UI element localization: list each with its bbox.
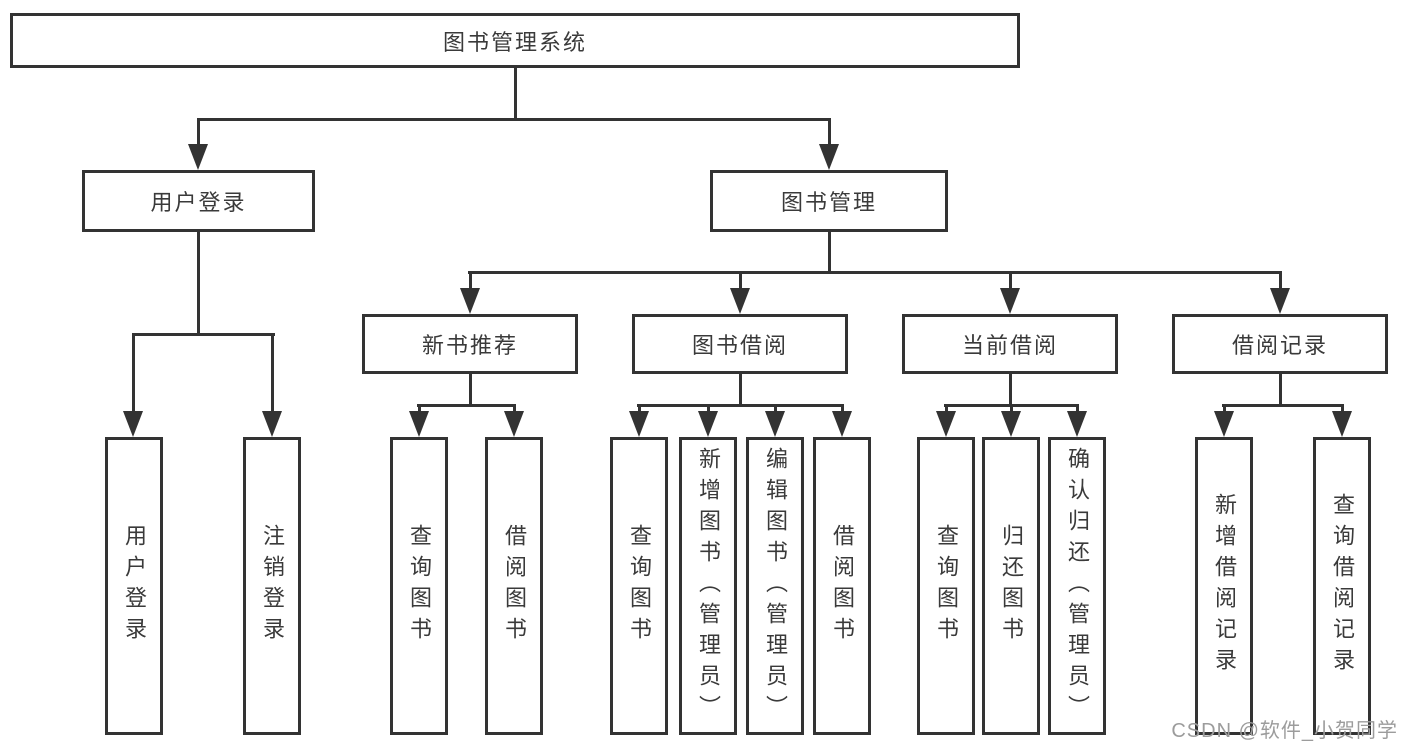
node-new-book-recommend: 新书推荐 xyxy=(362,314,578,374)
node-label: 图书借阅 xyxy=(691,333,788,358)
arrow-down-icon xyxy=(698,411,718,437)
leaf-add-borrow-record: 新增借阅记录 xyxy=(1195,437,1253,735)
node-label: 编辑图书（管理员） xyxy=(763,446,788,726)
connector-line xyxy=(707,404,710,414)
leaf-recommend-borrow-books: 借阅图书 xyxy=(485,437,543,735)
connector-line xyxy=(513,404,516,414)
node-borrow-records: 借阅记录 xyxy=(1172,314,1388,374)
node-label: 查询借阅记录 xyxy=(1330,493,1355,679)
node-label: 当前借阅 xyxy=(961,333,1058,358)
connector-line xyxy=(739,374,742,407)
arrow-down-icon xyxy=(1270,288,1290,314)
arrow-down-icon xyxy=(460,288,480,314)
connector-line xyxy=(1279,374,1282,407)
connector-line xyxy=(418,404,421,414)
leaf-current-query-books: 查询图书 xyxy=(917,437,975,735)
node-user-login: 用户登录 xyxy=(82,170,315,232)
connector-line xyxy=(945,404,948,414)
connector-line xyxy=(197,118,831,121)
leaf-logout: 注销登录 xyxy=(243,437,301,735)
leaf-user-login: 用户登录 xyxy=(105,437,163,735)
connector-line xyxy=(417,404,516,407)
connector-line xyxy=(828,118,831,146)
leaf-borrow-books: 借阅图书 xyxy=(813,437,871,735)
connector-line xyxy=(841,404,844,414)
arrow-down-icon xyxy=(1332,411,1352,437)
connector-line xyxy=(1010,404,1013,414)
watermark-text: CSDN @软件_小贺同学 xyxy=(1171,720,1398,742)
node-label: 借阅记录 xyxy=(1231,333,1328,358)
node-label: 查询图书 xyxy=(627,524,652,648)
connector-line xyxy=(739,271,742,290)
connector-line xyxy=(774,404,777,414)
arrow-down-icon xyxy=(1214,411,1234,437)
leaf-query-borrow-record: 查询借阅记录 xyxy=(1313,437,1371,735)
arrow-down-icon xyxy=(409,411,429,437)
connector-line xyxy=(197,118,200,146)
node-label: 查询图书 xyxy=(934,524,959,648)
connector-line xyxy=(1222,404,1344,407)
connector-line xyxy=(469,374,472,407)
leaf-confirm-return-admin: 确认归还（管理员） xyxy=(1048,437,1106,735)
connector-line xyxy=(197,232,200,336)
connector-line xyxy=(638,404,641,414)
node-label: 借阅图书 xyxy=(830,524,855,648)
node-label: 图书管理系统 xyxy=(442,29,587,55)
connector-line xyxy=(637,404,844,407)
node-label: 用户登录 xyxy=(150,190,247,215)
arrow-down-icon xyxy=(1001,411,1021,437)
connector-line xyxy=(1009,374,1012,407)
connector-line xyxy=(1009,271,1012,290)
node-label: 归还图书 xyxy=(999,524,1024,648)
arrow-down-icon xyxy=(629,411,649,437)
connector-line xyxy=(1279,271,1282,290)
node-system-root: 图书管理系统 xyxy=(10,13,1020,68)
connector-line xyxy=(132,333,275,336)
node-current-borrow: 当前借阅 xyxy=(902,314,1118,374)
leaf-add-books-admin: 新增图书（管理员） xyxy=(679,437,737,735)
node-label: 确认归还（管理员） xyxy=(1065,446,1090,726)
arrow-down-icon xyxy=(262,411,282,437)
arrow-down-icon xyxy=(504,411,524,437)
connector-line xyxy=(1076,404,1079,414)
node-label: 借阅图书 xyxy=(502,524,527,648)
leaf-borrow-query-books: 查询图书 xyxy=(610,437,668,735)
node-label: 新书推荐 xyxy=(421,333,518,358)
arrow-down-icon xyxy=(936,411,956,437)
connector-line xyxy=(1223,404,1226,414)
arrow-down-icon xyxy=(1067,411,1087,437)
leaf-edit-books-admin: 编辑图书（管理员） xyxy=(746,437,804,735)
connector-line xyxy=(132,333,135,413)
arrow-down-icon xyxy=(123,411,143,437)
arrow-down-icon xyxy=(188,144,208,170)
node-label: 查询图书 xyxy=(407,524,432,648)
node-book-borrow: 图书借阅 xyxy=(632,314,848,374)
node-label: 新增借阅记录 xyxy=(1212,493,1237,679)
leaf-recommend-query-books: 查询图书 xyxy=(390,437,448,735)
connector-line xyxy=(271,333,274,413)
node-label: 注销登录 xyxy=(260,524,285,648)
connector-line xyxy=(1341,404,1344,414)
arrow-down-icon xyxy=(832,411,852,437)
connector-line xyxy=(514,66,517,120)
arrow-down-icon xyxy=(819,144,839,170)
connector-line xyxy=(828,232,831,274)
leaf-return-books: 归还图书 xyxy=(982,437,1040,735)
arrow-down-icon xyxy=(1000,288,1020,314)
node-book-management: 图书管理 xyxy=(710,170,948,232)
arrow-down-icon xyxy=(730,288,750,314)
arrow-down-icon xyxy=(765,411,785,437)
node-label: 新增图书（管理员） xyxy=(696,446,721,726)
node-label: 用户登录 xyxy=(122,524,147,648)
connector-line xyxy=(468,271,1282,274)
node-label: 图书管理 xyxy=(780,190,877,215)
connector-line xyxy=(469,271,472,290)
